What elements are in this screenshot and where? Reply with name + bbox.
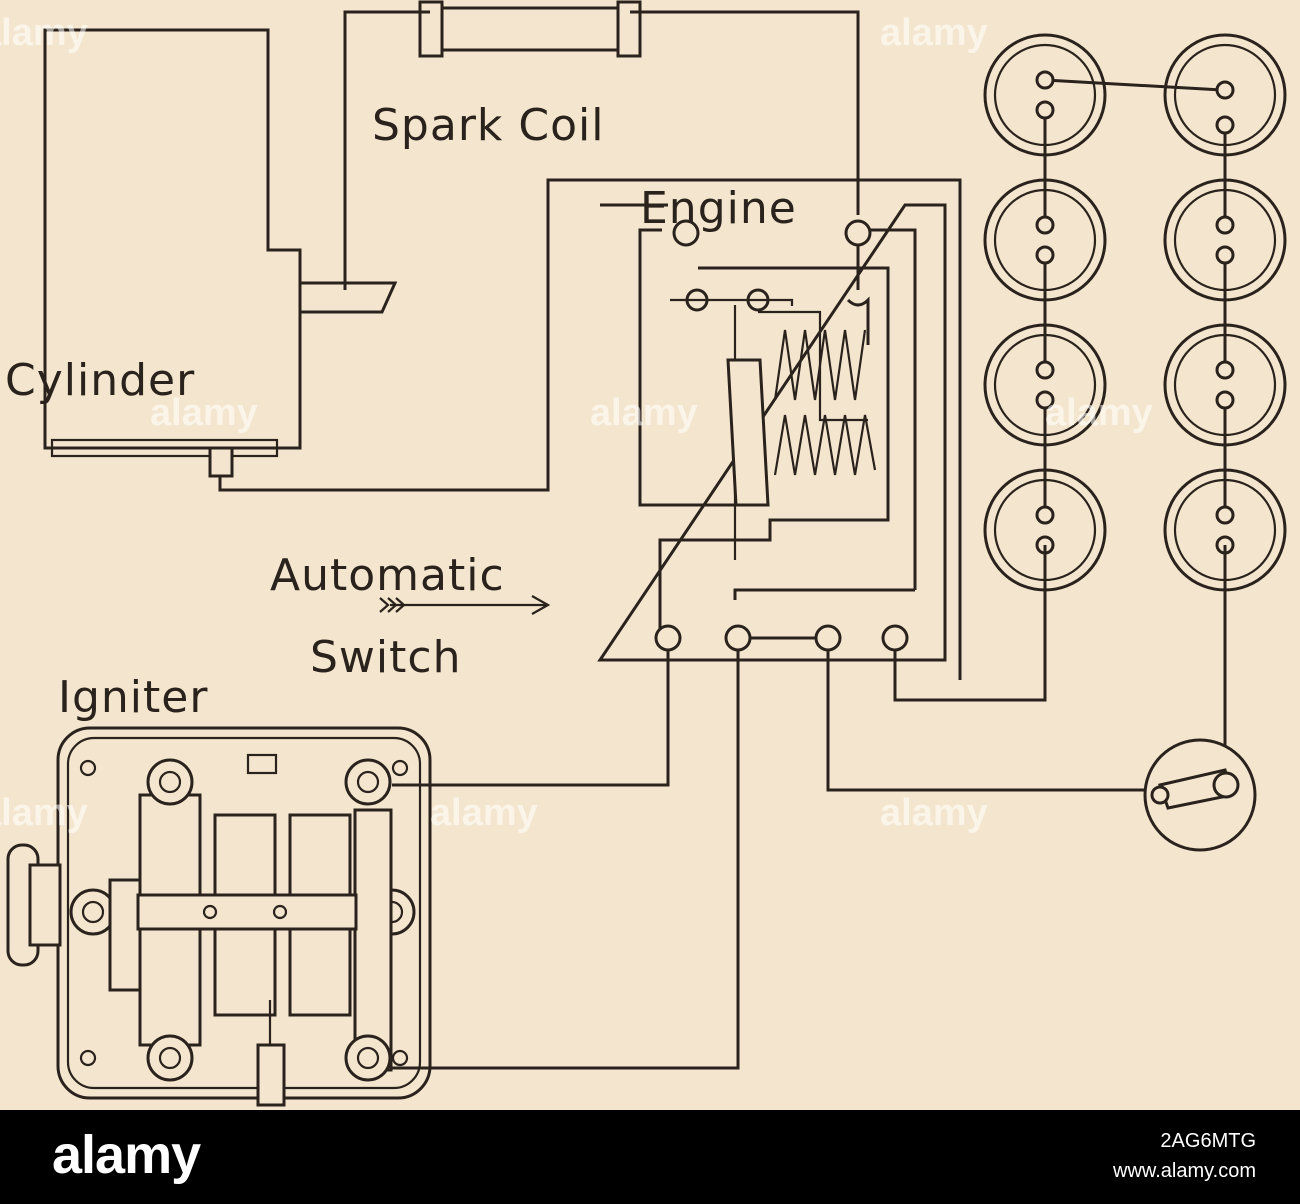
watermark-text: alamy (880, 792, 988, 834)
footer-site: www.alamy.com (1113, 1160, 1256, 1182)
cylinder-label: Cylinder (5, 355, 195, 406)
ignition-switch (1143, 738, 1257, 852)
watermark-text: alamy (0, 12, 88, 54)
spark-coil (418, 0, 642, 58)
spark-coil-label: Spark Coil (372, 100, 604, 151)
footer-image-info: 2AG6MTG www.alamy.com (1113, 1126, 1256, 1186)
watermark-text: alamy (150, 392, 258, 434)
watermark-text: alamy (1045, 392, 1153, 434)
wiring-diagram: Spark Coil Cylinder Engine (0, 0, 1287, 1107)
igniter-wiring (392, 650, 740, 1070)
watermark-text: alamy (430, 792, 538, 834)
footer-brand-logo: alamy (52, 1125, 201, 1185)
engine-label: Engine (640, 183, 797, 234)
automatic-label: Automatic (270, 550, 505, 601)
watermark: alamy alamy alamy alamy alamy alamy alam… (0, 12, 1153, 834)
watermark-text: alamy (0, 792, 88, 834)
igniter (6, 726, 432, 1107)
automatic-switch (597, 203, 947, 662)
battery-cells (983, 33, 1287, 592)
arrow-icon (379, 595, 551, 615)
igniter-label: Igniter (58, 672, 208, 723)
switch-label: Switch (310, 632, 461, 683)
cylinder (43, 28, 398, 478)
footer-bar: alamy 2AG6MTG www.alamy.com (0, 1110, 1300, 1204)
watermark-text: alamy (880, 12, 988, 54)
footer-image-id: 2AG6MTG (1160, 1130, 1256, 1152)
battery-wiring (826, 545, 1227, 792)
watermark-text: alamy (590, 392, 698, 434)
coil-wiring (218, 10, 962, 680)
